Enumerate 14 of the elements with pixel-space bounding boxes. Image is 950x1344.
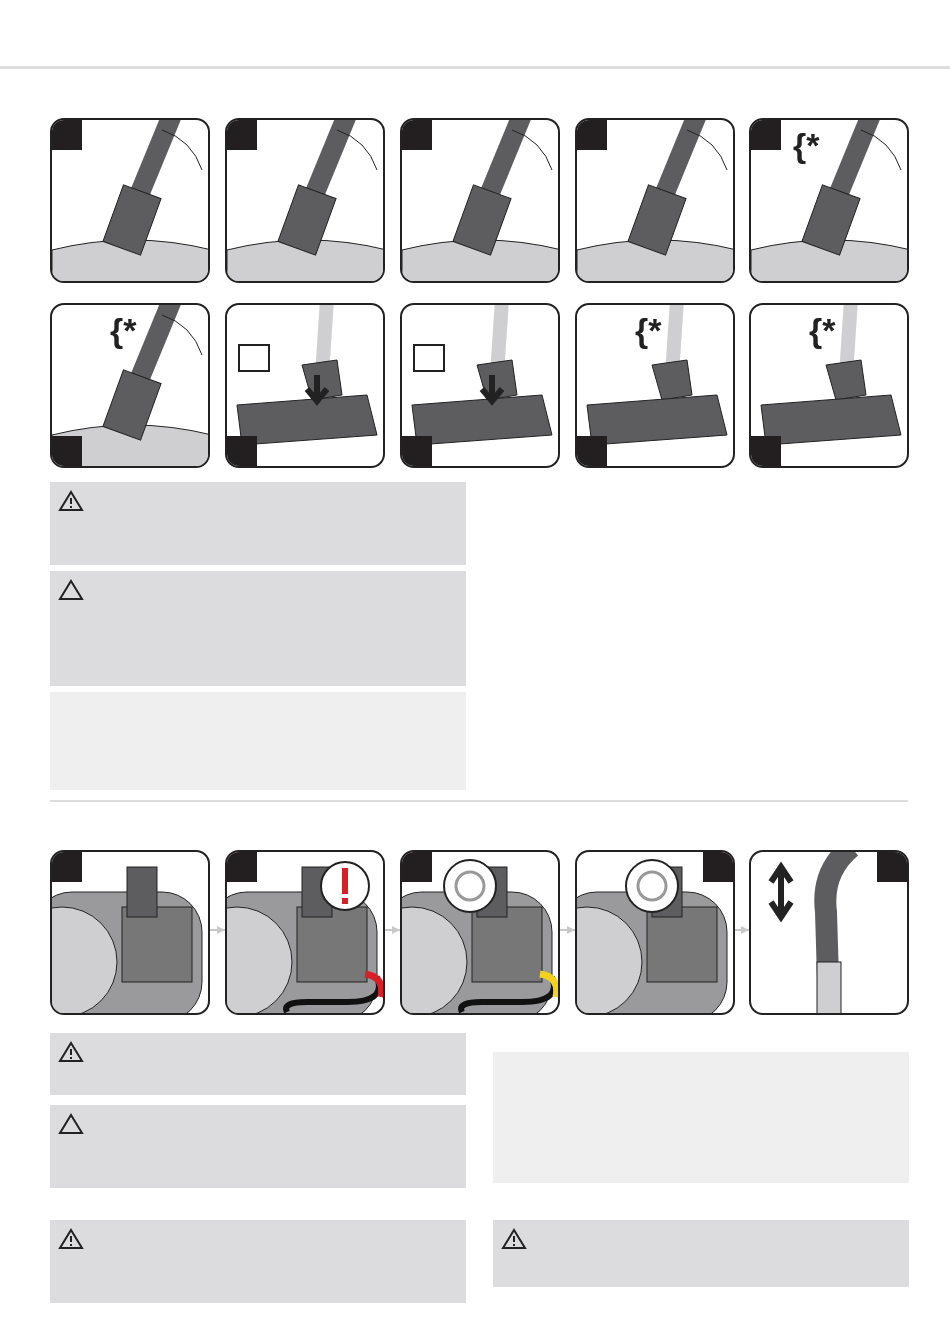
asterisk-mark: {* [809, 313, 836, 347]
warning-box [50, 1105, 466, 1188]
step-chevron-arrow [559, 926, 576, 934]
warning-box [493, 1220, 909, 1287]
warning-box [50, 1033, 466, 1095]
warning-box [50, 482, 466, 565]
step-chevron-arrow [734, 926, 750, 934]
asterisk-mark: {* [635, 313, 662, 347]
step-chevron-arrow [384, 926, 401, 934]
asterisk-mark: {* [793, 128, 820, 162]
warning-box [50, 1220, 466, 1303]
warning-box [50, 571, 466, 686]
step-chevron-arrow [209, 926, 226, 934]
asterisk-mark: {* [110, 313, 137, 347]
